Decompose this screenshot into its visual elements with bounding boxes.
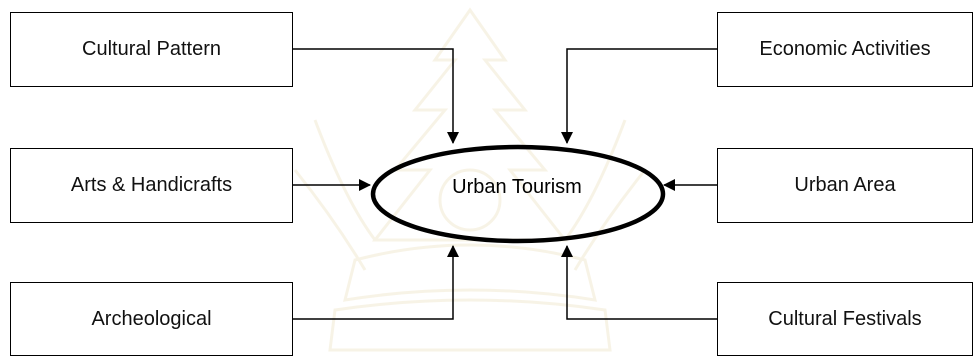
node-label: Cultural Pattern bbox=[82, 38, 221, 60]
node-urban-area: Urban Area bbox=[717, 148, 973, 223]
node-cultural-festivals: Cultural Festivals bbox=[717, 282, 973, 356]
edge-archeological bbox=[293, 245, 459, 320]
node-label: Urban Area bbox=[794, 174, 896, 196]
edge-cultural-festivals bbox=[561, 245, 717, 320]
node-label: Cultural Festivals bbox=[768, 307, 922, 330]
node-label: Arts & Handicrafts bbox=[70, 174, 233, 196]
node-arts-handicrafts: Arts & Handicrafts bbox=[10, 148, 293, 223]
center-node-label: Urban Tourism bbox=[452, 175, 582, 198]
edge-economic-activities bbox=[561, 48, 717, 144]
node-label: Economic Activities bbox=[759, 38, 931, 60]
node-economic-activities: Economic Activities bbox=[717, 12, 973, 87]
center-node-ellipse bbox=[370, 144, 666, 244]
node-archeological: Archeological bbox=[10, 282, 293, 356]
edge-cultural-pattern bbox=[293, 48, 459, 144]
node-label: Archeological bbox=[91, 307, 212, 330]
node-cultural-pattern: Cultural Pattern bbox=[10, 12, 293, 87]
